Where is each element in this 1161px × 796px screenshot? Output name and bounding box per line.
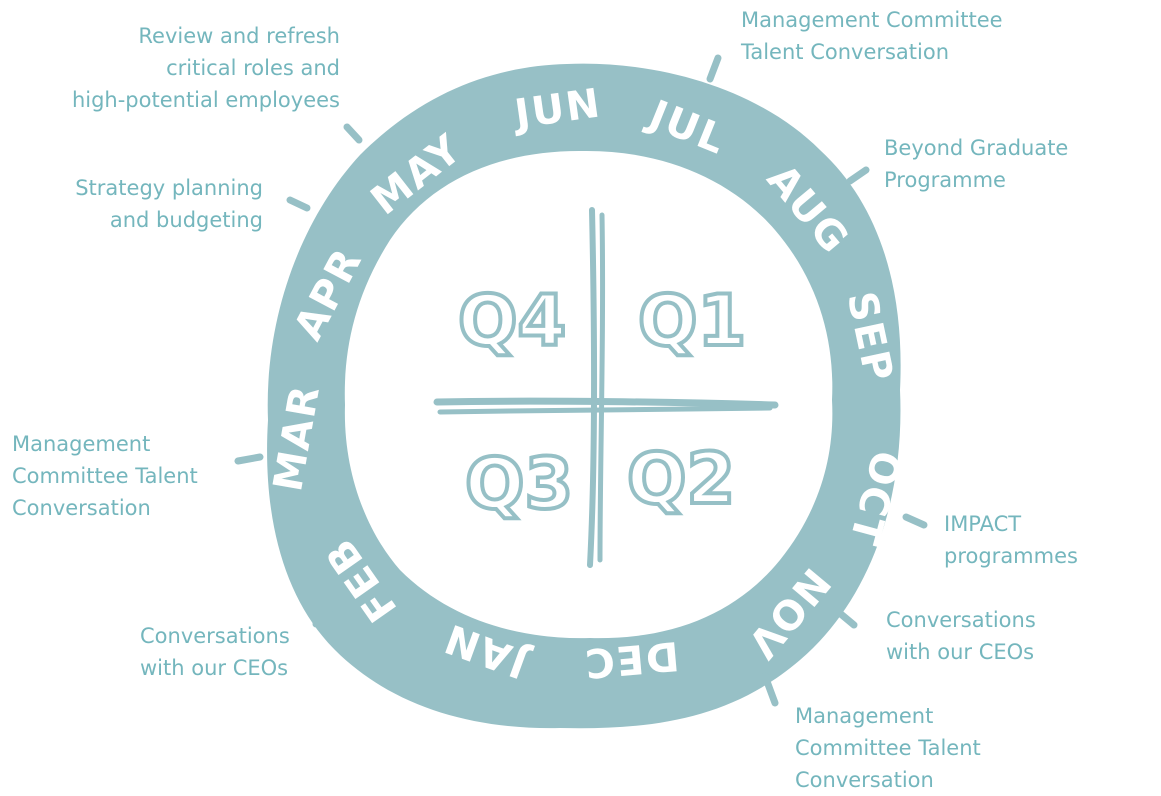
note-ceo-conversations-nov: Conversations with our CEOs <box>886 608 1036 664</box>
quadrant-cross <box>433 207 779 568</box>
month-dec: DEC <box>581 632 681 686</box>
note-management-committee-mar: Management Committee Talent Conversation <box>12 432 198 520</box>
quarter-q1: Q1 <box>638 280 746 362</box>
tick-oct <box>902 513 928 529</box>
tick-jun-jul <box>706 54 722 83</box>
note-management-committee-dec: Management Committee Talent Conversation <box>795 704 981 792</box>
note-review-critical-roles: Review and refresh critical roles and hi… <box>71 24 340 112</box>
quarter-q4: Q4 <box>458 280 566 362</box>
note-beyond-graduate: Beyond Graduate Programme <box>884 136 1069 192</box>
quarter-q2: Q2 <box>627 438 735 520</box>
tick-feb <box>312 607 333 628</box>
note-impact-programmes: IMPACT programmes <box>944 512 1078 568</box>
tick-apr-may <box>286 196 311 212</box>
tick-dec <box>761 672 779 707</box>
note-ceo-conversations-feb: Conversations with our CEOs <box>140 624 290 680</box>
tick-aug <box>846 166 870 185</box>
tick-mar <box>234 453 264 465</box>
note-management-committee-jun-jul: Management Committee Talent Conversation <box>741 8 1003 64</box>
note-strategy-planning: Strategy planning and budgeting <box>75 176 263 232</box>
tick-may-jun <box>343 123 363 144</box>
quarter-q3: Q3 <box>465 443 573 525</box>
event-ticks <box>234 54 928 707</box>
tick-nov <box>832 606 858 629</box>
